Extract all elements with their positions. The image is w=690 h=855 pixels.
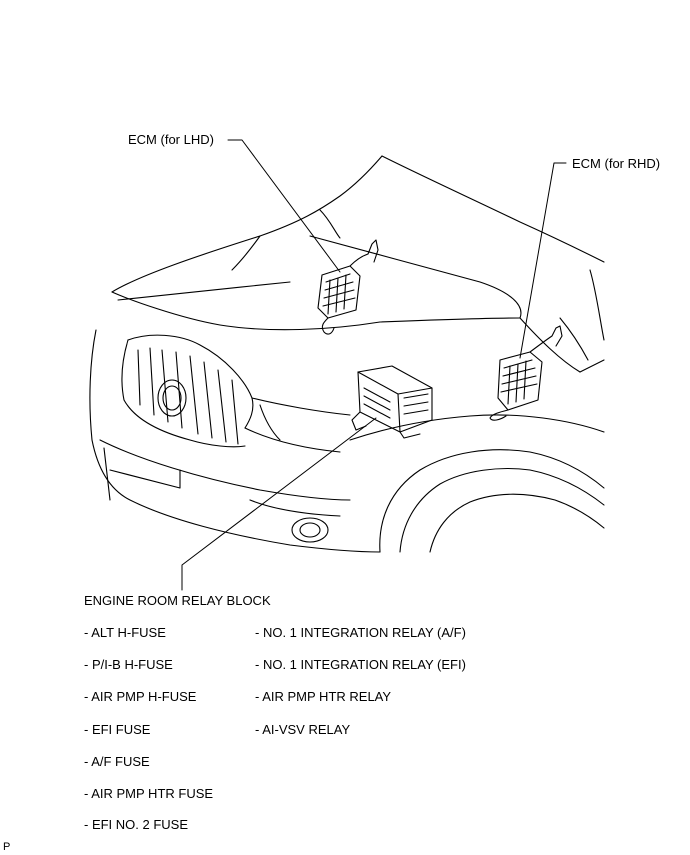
fuse-item: - ALT H-FUSE [84, 625, 166, 640]
fuse-item: - AIR PMP HTR FUSE [84, 786, 214, 801]
leader-ecm-lhd [227, 139, 341, 273]
relay-item: - AIR PMP HTR RELAY [255, 689, 392, 704]
fuse-item: - EFI NO. 2 FUSE [84, 817, 189, 832]
fender-wheel-arch [349, 269, 605, 553]
relay-item: - AI-VSV RELAY [255, 722, 351, 737]
headlight [244, 397, 351, 453]
ecm-rhd-component [489, 325, 563, 421]
bumper [89, 329, 381, 553]
fuse-item: - EFI FUSE [84, 722, 151, 737]
fuse-item: - A/F FUSE [84, 754, 150, 769]
leader-relay-block [181, 417, 377, 591]
leader-lines [181, 139, 567, 591]
engine-room-relay-block-component [351, 365, 433, 439]
relay-block-title: ENGINE ROOM RELAY BLOCK [84, 593, 271, 608]
ecm-lhd-component [317, 239, 379, 335]
fuse-item: - P/I-B H-FUSE [84, 657, 173, 672]
footer-code: P [3, 841, 11, 853]
front-grille [121, 334, 254, 448]
relay-item: - NO. 1 INTEGRATION RELAY (A/F) [255, 625, 466, 640]
hood-outline [111, 155, 605, 331]
ecm-rhd-label: ECM (for RHD) [572, 156, 661, 171]
fuse-item: - AIR PMP H-FUSE [84, 689, 197, 704]
relay-item: - NO. 1 INTEGRATION RELAY (EFI) [255, 657, 466, 672]
ecm-lhd-label: ECM (for LHD) [128, 132, 214, 147]
leader-ecm-rhd [519, 162, 567, 359]
